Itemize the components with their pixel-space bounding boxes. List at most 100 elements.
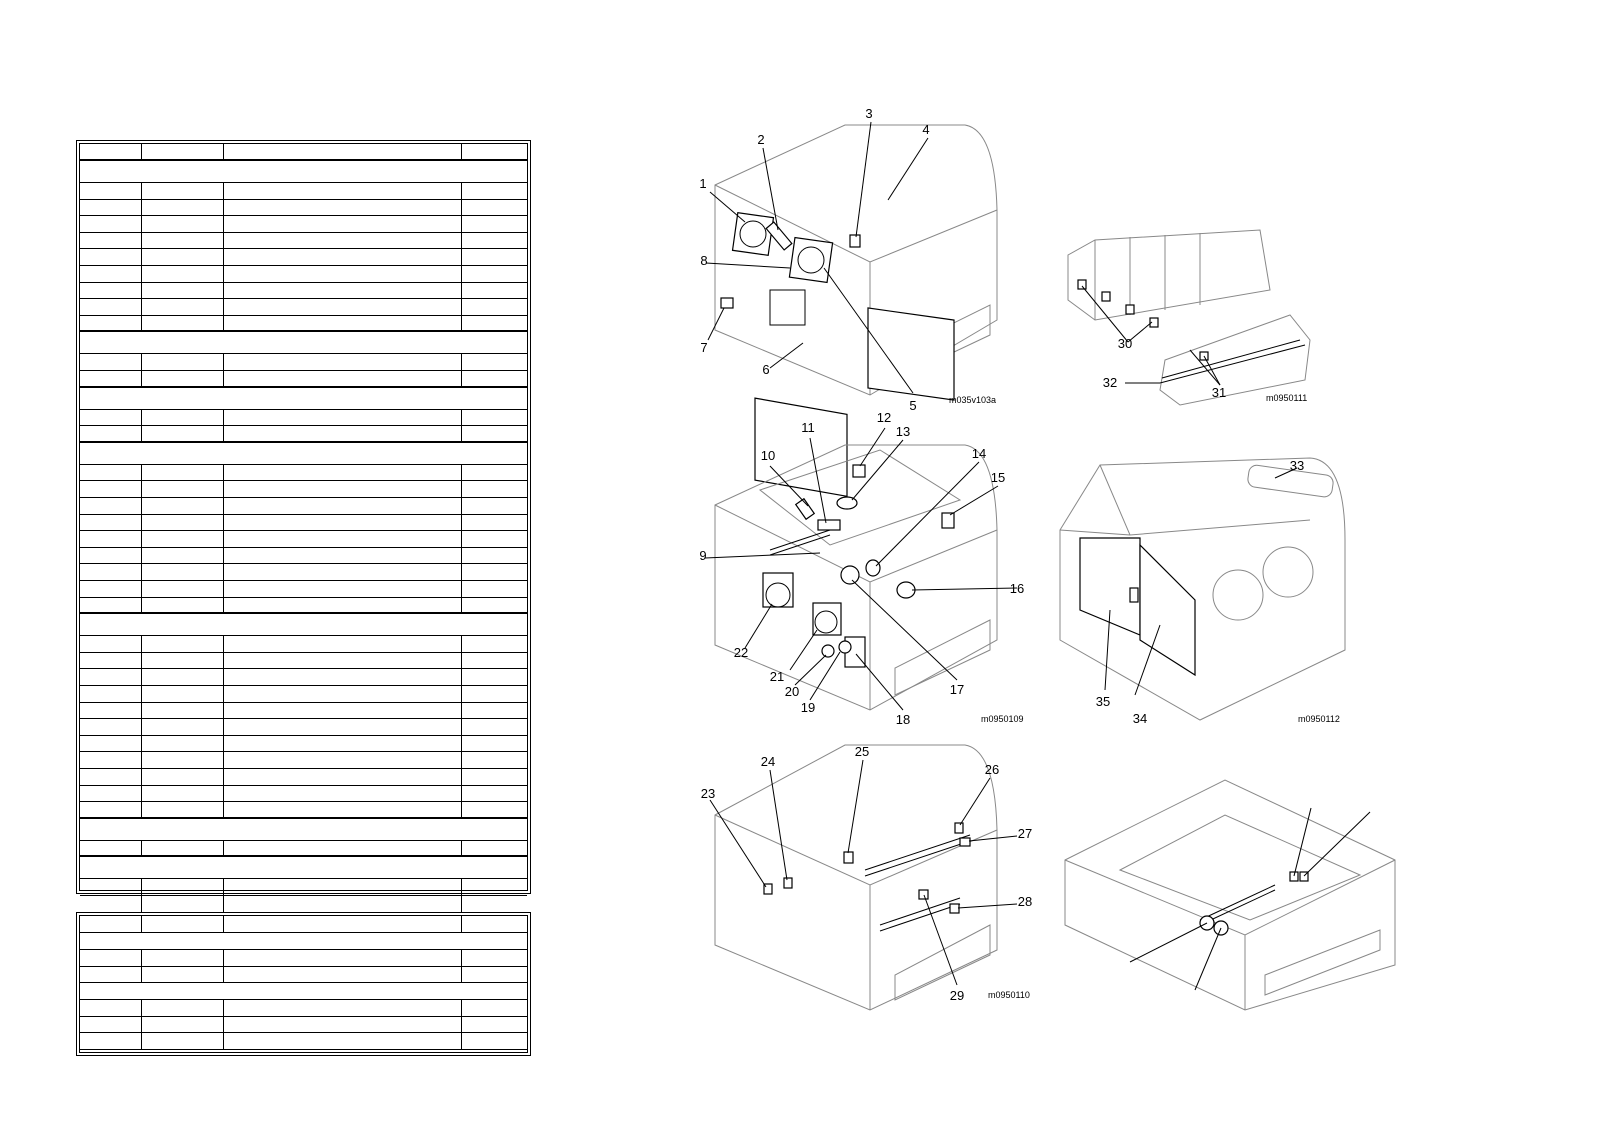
- table-row: [80, 199, 527, 217]
- table-row: [80, 354, 527, 371]
- table-cell: [80, 669, 224, 685]
- table-cell: [80, 735, 142, 752]
- table-cell: [80, 564, 462, 580]
- table-section-row: [80, 426, 527, 443]
- table-row: [80, 216, 527, 233]
- table-cell: [80, 232, 224, 249]
- table-row: [80, 933, 527, 950]
- table-cell: [80, 514, 462, 531]
- callout-11: 11: [801, 420, 815, 435]
- parts-table-secondary: [76, 912, 531, 1056]
- table-cell: [80, 426, 462, 441]
- table-cell: [80, 315, 462, 331]
- table-section-row: [80, 597, 527, 615]
- table-cell: [80, 597, 224, 613]
- callout-18: 18: [896, 712, 910, 727]
- solenoid-14: [865, 559, 881, 577]
- table-cell: [80, 597, 142, 613]
- callout-21: 21: [770, 669, 784, 684]
- parts-table-main: [76, 140, 531, 913]
- sensor-11: [817, 519, 841, 531]
- table-section-row: [80, 371, 527, 388]
- table-cell: [80, 879, 142, 895]
- table-cell: [80, 299, 224, 315]
- table-cell: [80, 183, 142, 199]
- table-cell: [80, 581, 142, 597]
- table-cell: [80, 481, 462, 497]
- table-cell: [80, 652, 142, 669]
- callout-2: 2: [757, 132, 764, 147]
- table-row: [80, 266, 527, 283]
- table-row: [80, 686, 527, 703]
- table-cell: [80, 514, 142, 531]
- callout-7: 7: [700, 340, 707, 355]
- figure-c-printer: [714, 444, 998, 711]
- table-cell: [80, 232, 142, 249]
- table-cell: [80, 564, 142, 580]
- table-cell: [80, 802, 224, 817]
- table-row: [80, 735, 527, 753]
- callout-31: 31: [1212, 385, 1226, 400]
- table-cell: [80, 1000, 462, 1016]
- table-cell: [80, 514, 224, 531]
- table-section-row: [80, 144, 527, 161]
- table-section-row: [80, 840, 527, 858]
- table-cell: [80, 785, 142, 802]
- switch-3: [849, 234, 861, 248]
- table-cell: [80, 481, 142, 497]
- table-cell: [80, 249, 142, 265]
- table-cell: [80, 354, 462, 370]
- table-cell: [80, 769, 142, 785]
- table-cell: [80, 547, 224, 564]
- table-cell: [80, 1033, 462, 1049]
- table-cell: [80, 144, 142, 159]
- figure-a-printer: [714, 124, 998, 498]
- table-cell: [80, 669, 462, 685]
- table-cell: [80, 249, 462, 265]
- board-4: [867, 307, 955, 401]
- table-cell: [80, 199, 142, 216]
- table-row: [80, 966, 527, 983]
- id-chip-30a: [1077, 279, 1087, 290]
- figure-f-paper-tray: [1064, 779, 1396, 1011]
- connector: [1129, 587, 1139, 603]
- table-cell: [80, 249, 224, 265]
- table-cell: [80, 652, 224, 669]
- table-cell: [80, 752, 224, 768]
- table-cell: [80, 266, 224, 282]
- table-cell: [80, 426, 224, 441]
- table-row: [80, 514, 527, 532]
- table-cell: [80, 282, 462, 299]
- table-row: [80, 636, 527, 653]
- switch-25: [843, 851, 854, 864]
- table-cell: [80, 564, 224, 580]
- table-cell: [80, 752, 142, 768]
- table-cell: [80, 144, 462, 159]
- table-row: [80, 752, 527, 769]
- table-cell: [80, 896, 224, 912]
- table-row: [80, 1016, 527, 1033]
- table-cell: [80, 371, 142, 386]
- sensor-24: [783, 877, 793, 889]
- table-cell: [80, 702, 462, 719]
- table-cell: [80, 144, 224, 159]
- fan-motor-2: [788, 236, 834, 284]
- table-cell: [80, 802, 142, 817]
- table-cell: [80, 581, 224, 597]
- table-cell: [80, 735, 224, 752]
- table-row: [80, 702, 527, 720]
- callout-33: 33: [1290, 458, 1304, 473]
- table-cell: [80, 498, 142, 514]
- table-cell: [80, 636, 224, 652]
- table-cell: [80, 785, 224, 802]
- figure-e-printer: [714, 744, 998, 1011]
- table-cell: [80, 966, 224, 982]
- callout-14: 14: [972, 446, 986, 461]
- callout-13: 13: [896, 424, 910, 439]
- table-row: [80, 388, 527, 410]
- table-cell: [80, 950, 462, 966]
- table-cell: [80, 686, 142, 702]
- table-cell: [80, 686, 462, 702]
- figure-code-d: m0950112: [1298, 714, 1340, 724]
